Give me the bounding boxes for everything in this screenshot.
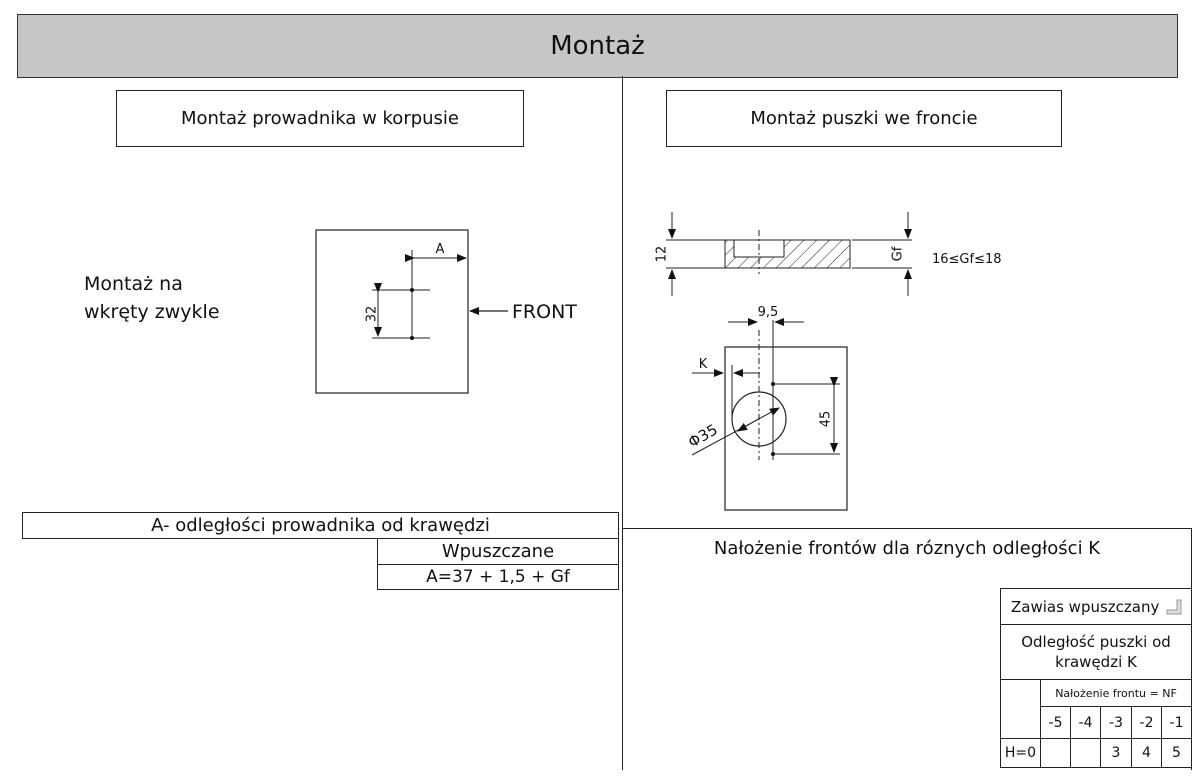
front-panel-outline [724,346,848,511]
dim-k-label: K [699,357,708,372]
dim-32-label: 32 [365,306,380,323]
slide-distance-table-header: A- odległości prowadnika od krawędzi [22,512,619,539]
h-value-cell: 3 [1100,738,1132,768]
nf-value-cell: -2 [1131,706,1162,739]
gf-range-label: 16≤Gf≤18 [932,252,1002,267]
k-distance-line2: krawędzi K [1055,653,1137,671]
table-left-rule [22,538,378,539]
h-value-cell: 5 [1161,738,1192,768]
page-title: Montaż [17,14,1178,78]
k-distance-line1: Odległość puszki od [1021,633,1171,651]
dim-a-label: A [436,242,445,257]
front-label: FRONT [512,301,577,323]
center-divider [622,76,623,770]
front-section-view [666,230,851,274]
dim-12-label: 12 [655,246,670,263]
nf-label-cell: Nałożenie frontu = NF [1040,679,1192,707]
h-value-cell: 4 [1131,738,1162,768]
row-label-spacer [1000,679,1041,739]
dim-45-label: 45 [819,411,834,428]
mount-note-line2: wkręty zwykle [84,301,220,323]
h-value-cell [1070,738,1101,768]
hinge-type-header: Zawias wpuszczany [1000,588,1192,625]
overlay-title: Nałożenie frontów dla róznych odległości… [713,537,1101,559]
section-title-right: Montaż puszki we froncie [666,90,1062,147]
mount-note: Montaż na wkręty zwykle [84,270,220,326]
table-formula: A=37 + 1,5 + Gf [377,564,619,590]
dim-9-5-label: 9,5 [758,305,779,320]
mount-note-line1: Montaż na [84,273,183,295]
carcass-panel-outline [315,229,469,394]
section-title-left: Montaż prowadnika w korpusie [116,90,524,147]
hinge-icon [1166,599,1182,614]
screw-hole-top [410,288,414,292]
k-distance-header: Odległość puszki od krawędzi K [1000,624,1192,680]
nf-value-cell: -5 [1040,706,1071,739]
nf-value-cell: -3 [1100,706,1132,739]
row-label-cell: H=0 [1000,738,1041,768]
dim-gf-label: Gf [891,246,906,261]
nf-value-cell: -4 [1070,706,1101,739]
nf-value-cell: -1 [1161,706,1192,739]
hinge-type-label: Zawias wpuszczany [1011,597,1160,616]
table-col-label: Wpuszczane [377,538,619,565]
h-value-cell [1040,738,1071,768]
dim-phi35-label: Φ35 [685,420,721,451]
overlay-frame-top [622,528,1192,529]
screw-hole-bottom [410,336,414,340]
